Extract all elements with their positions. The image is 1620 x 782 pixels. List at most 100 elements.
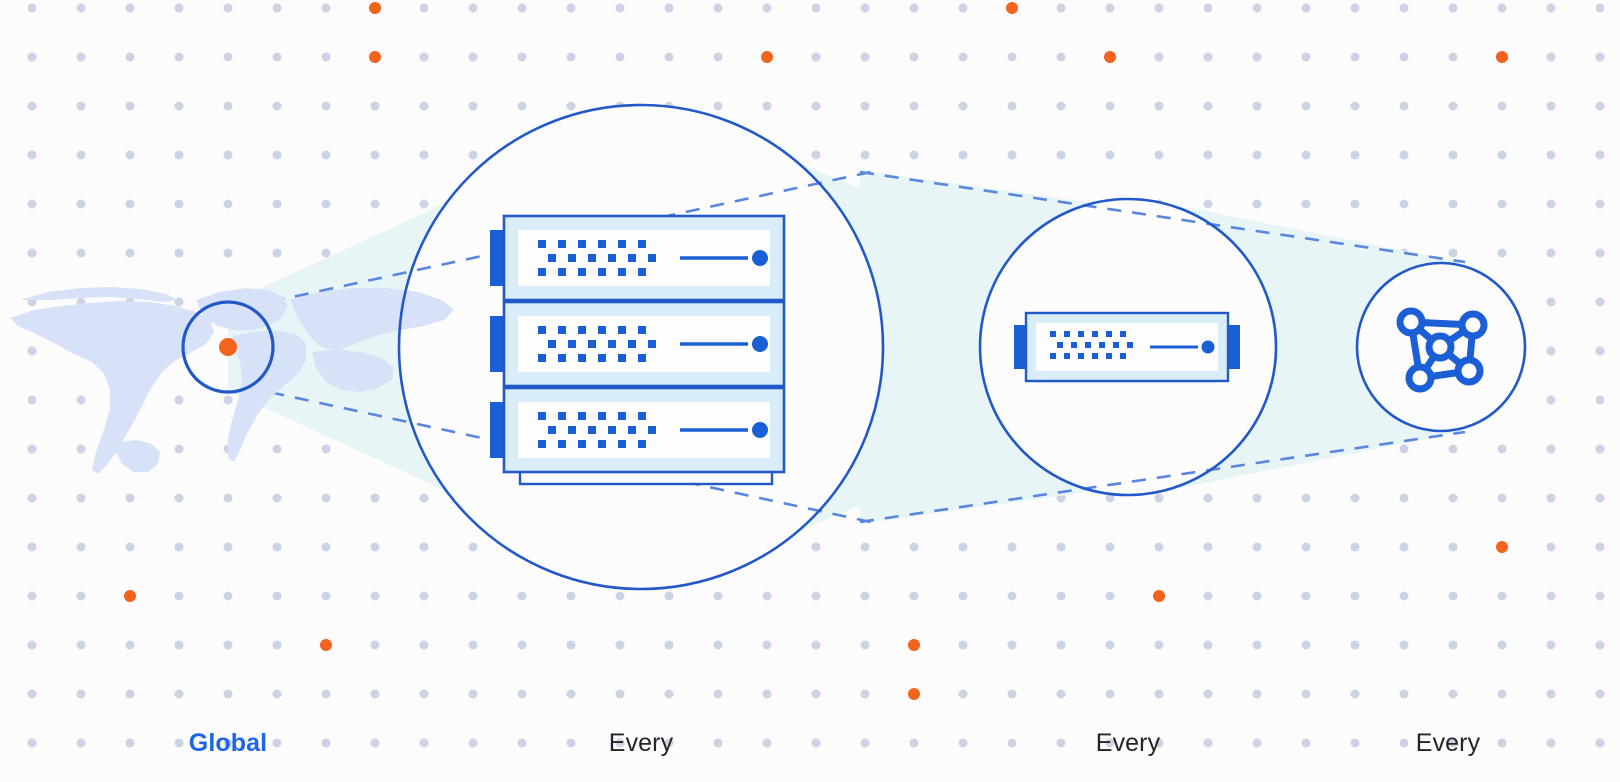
grid-dot: [1203, 738, 1213, 748]
grid-dot: [1105, 150, 1115, 160]
grid-dot: [1595, 199, 1605, 209]
grid-dot: [1301, 52, 1311, 62]
grid-dot: [76, 738, 86, 748]
grid-dot: [1252, 101, 1262, 111]
grid-dot: [321, 542, 331, 552]
grid-dot: [664, 591, 674, 601]
circle-outlines: [181, 103, 1527, 591]
single-server-icon: [1012, 311, 1242, 383]
grid-dot: [1154, 52, 1164, 62]
grid-dot: [27, 199, 37, 209]
grid-dot: [1105, 591, 1115, 601]
grid-dot: [76, 591, 86, 601]
grid-dot: [860, 738, 870, 748]
grid-dot: [1007, 738, 1017, 748]
grid-dot: [1007, 591, 1017, 601]
grid-dot: [1203, 52, 1213, 62]
grid-dot: [223, 3, 233, 13]
grid-dot: [860, 52, 870, 62]
grid-dot: [1203, 101, 1213, 111]
grid-dot: [1203, 3, 1213, 13]
grid-dot: [223, 150, 233, 160]
grid-dot: [664, 689, 674, 699]
grid-dot: [1153, 590, 1165, 602]
grid-dot: [615, 3, 625, 13]
grid-dot: [468, 640, 478, 650]
grid-dot: [1399, 640, 1409, 650]
grid-dot: [860, 689, 870, 699]
grid-dot: [468, 689, 478, 699]
grid-dot: [713, 640, 723, 650]
grid-dot: [615, 689, 625, 699]
grid-dot: [566, 101, 576, 111]
grid-dot: [1301, 738, 1311, 748]
grid-dot: [1595, 689, 1605, 699]
grid-dot: [1007, 150, 1017, 160]
grid-dot: [958, 101, 968, 111]
grid-dot: [1399, 52, 1409, 62]
grid-dot: [419, 591, 429, 601]
grid-dot: [419, 52, 429, 62]
grid-dot: [1350, 591, 1360, 601]
grid-dot: [860, 101, 870, 111]
grid-dot: [223, 591, 233, 601]
grid-dot: [762, 3, 772, 13]
grid-dot: [223, 689, 233, 699]
grid-dot: [615, 591, 625, 601]
grid-dot: [1007, 640, 1017, 650]
grid-dot: [1056, 3, 1066, 13]
grid-dot: [1399, 444, 1409, 454]
grid-dot: [1105, 3, 1115, 13]
grid-dot: [1595, 150, 1605, 160]
grid-dot: [1252, 3, 1262, 13]
grid-dot: [958, 640, 968, 650]
grid-dot: [958, 150, 968, 160]
label-line: Global: [188, 729, 268, 757]
grid-dot: [174, 689, 184, 699]
grid-dot: [27, 542, 37, 552]
server-rack-icon: [488, 214, 786, 486]
grid-dot: [860, 3, 870, 13]
grid-dot: [174, 52, 184, 62]
grid-dot: [1546, 395, 1556, 405]
grid-dot: [125, 689, 135, 699]
grid-dot: [125, 738, 135, 748]
grid-dot: [1399, 199, 1409, 209]
grid-dot: [1203, 591, 1213, 601]
grid-dot: [1595, 395, 1605, 405]
grid-dot: [1399, 101, 1409, 111]
grid-dot: [76, 52, 86, 62]
grid-dot: [1497, 493, 1507, 503]
grid-dot: [811, 52, 821, 62]
grid-dot: [1301, 150, 1311, 160]
grid-dot: [27, 640, 37, 650]
grid-dot: [517, 52, 527, 62]
grid-dot: [125, 640, 135, 650]
grid-dot: [713, 3, 723, 13]
grid-dot: [1105, 640, 1115, 650]
grid-dot: [566, 52, 576, 62]
grid-dot: [908, 639, 920, 651]
grid-dot: [958, 591, 968, 601]
grid-dot: [566, 689, 576, 699]
grid-dot: [272, 542, 282, 552]
grid-dot: [1154, 101, 1164, 111]
grid-dot: [1546, 689, 1556, 699]
grid-dot: [1497, 640, 1507, 650]
grid-dot: [1056, 542, 1066, 552]
grid-dot: [909, 591, 919, 601]
grid-dot: [272, 493, 282, 503]
grid-dot: [958, 738, 968, 748]
grid-dot: [468, 738, 478, 748]
grid-dot: [811, 101, 821, 111]
grid-dot: [1350, 689, 1360, 699]
grid-dot: [76, 3, 86, 13]
grid-dot: [1546, 591, 1556, 601]
grid-dot: [174, 444, 184, 454]
grid-dot: [321, 3, 331, 13]
grid-dot: [1350, 52, 1360, 62]
grid-dot: [1350, 150, 1360, 160]
grid-dot: [1546, 101, 1556, 111]
grid-dot: [811, 689, 821, 699]
